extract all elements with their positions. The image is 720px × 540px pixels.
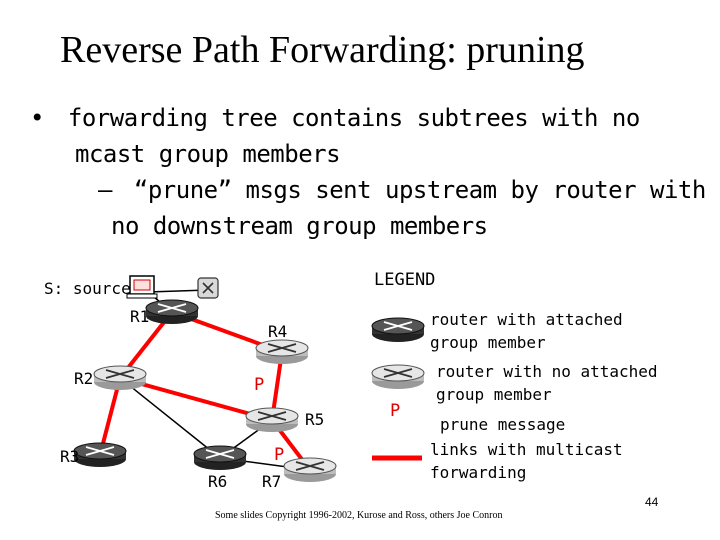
bullet-2-text-1: “prune” msgs sent upstream by router wit… [133, 176, 706, 204]
bullet-2-line-1: – “prune” msgs sent upstream by router w… [98, 176, 706, 204]
legend-title: LEGEND [374, 270, 435, 290]
router-r6 [193, 445, 247, 471]
bullet-2-text-2: no downstream group members [111, 212, 488, 240]
legend-links-line-1: links with multicast [430, 440, 623, 459]
router-r3 [73, 442, 127, 468]
bullet-1-line-2: mcast group members [75, 140, 341, 168]
prune-mark-r7: P [274, 445, 284, 465]
legend-attached-line-2: group member [430, 333, 546, 352]
link-r2-r6 [119, 377, 221, 459]
bullet-dot: • [30, 104, 44, 132]
slide-title: Reverse Path Forwarding: pruning [60, 29, 585, 71]
source-host-icon [126, 275, 158, 299]
bullet-1-line-1: • forwarding tree contains subtrees with… [30, 104, 640, 132]
router-label-r7: R7 [262, 472, 281, 491]
legend-links-line-2: forwarding [430, 463, 526, 482]
bullet-1-text-2: mcast group members [75, 140, 341, 168]
router-label-r2: R2 [74, 369, 93, 388]
legend-prune-symbol: P [390, 401, 400, 421]
page-number: 44 [645, 495, 659, 509]
bullet-2-line-2: no downstream group members [111, 212, 488, 240]
legend-no-attached-router-icon [371, 364, 425, 390]
bullet-1-text-1: forwarding tree contains subtrees with n… [67, 104, 640, 132]
source-label: S: source [44, 279, 131, 298]
footer-copyright: Some slides Copyright 1996-2002, Kurose … [215, 510, 503, 521]
router-label-r1: R1 [130, 307, 149, 326]
router-label-r3: R3 [60, 447, 79, 466]
legend-prune-label: prune message [440, 415, 565, 434]
router-label-r5: R5 [305, 410, 324, 429]
legend-attached-line-1: router with attached [430, 310, 623, 329]
router-r1 [145, 299, 199, 325]
prune-mark-r4: P [254, 375, 264, 395]
router-r4 [255, 339, 309, 365]
link-r2-r5 [119, 376, 273, 422]
legend-no-attached-line-1: router with no attached [436, 362, 658, 381]
router-r5 [245, 407, 299, 433]
router-label-r4: R4 [268, 322, 287, 341]
router-label-r6: R6 [208, 472, 227, 491]
router-r2 [93, 365, 147, 391]
source-side-router-icon [197, 277, 219, 299]
router-r7 [283, 457, 337, 483]
sub-bullet-dash: – [98, 176, 112, 204]
legend-no-attached-line-2: group member [436, 385, 552, 404]
link-r2-r3 [98, 377, 122, 456]
legend-attached-router-icon [371, 317, 425, 343]
